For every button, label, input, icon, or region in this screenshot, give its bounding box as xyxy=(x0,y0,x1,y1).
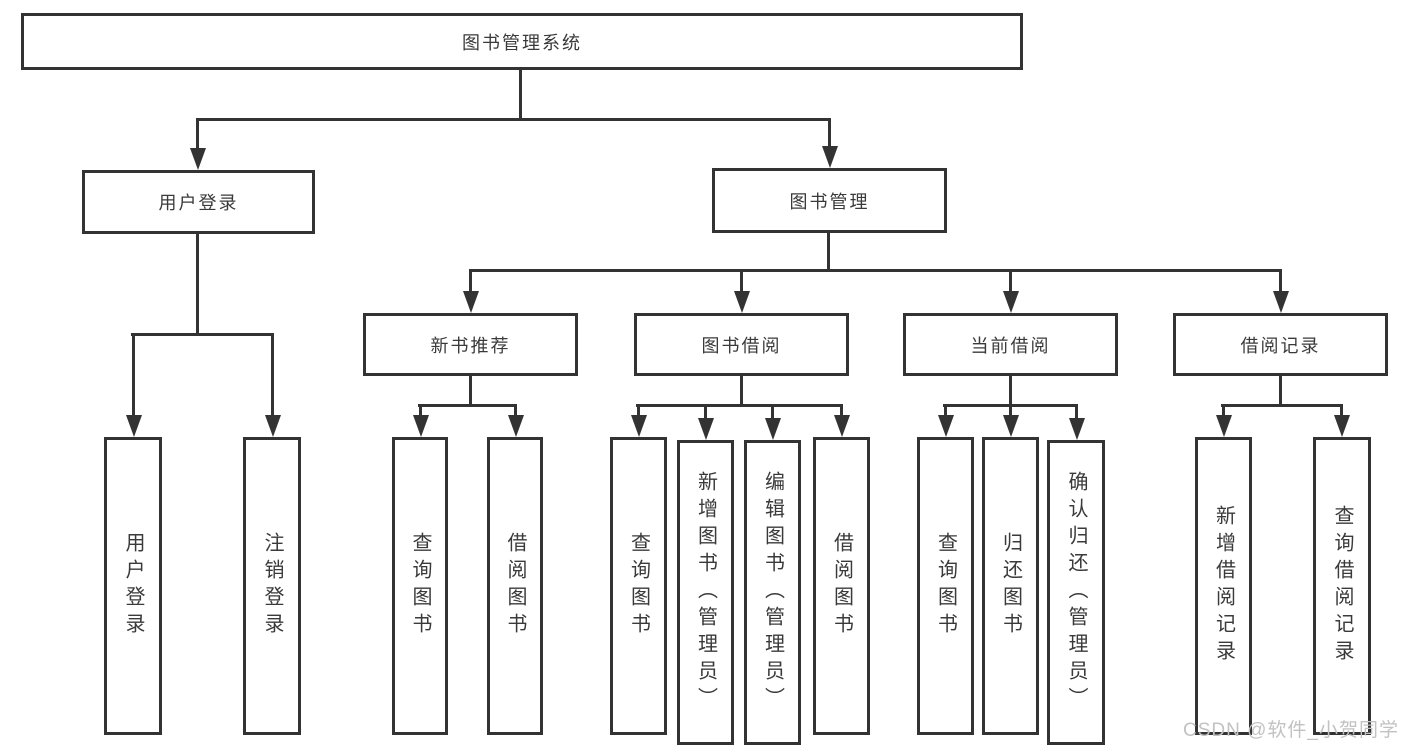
node-leaf-bb-query: 查询图书 xyxy=(610,437,667,735)
connector-stub-line xyxy=(827,233,830,272)
node-root: 图书管理系统 xyxy=(21,13,1023,70)
node-leaf-user-login: 用户登录 xyxy=(104,437,162,735)
arrow-down-icon xyxy=(631,415,647,437)
arrow-down-icon xyxy=(463,291,479,313)
arrow-down-icon xyxy=(765,418,781,440)
arrow-down-icon xyxy=(413,415,429,437)
node-leaf-cb-query: 查询图书 xyxy=(917,437,974,735)
node-leaf-br-query: 查询借阅记录 xyxy=(1313,437,1371,735)
connector-drop-line xyxy=(771,404,774,422)
connector-drop-line xyxy=(419,404,422,419)
arrow-down-icon xyxy=(1003,415,1019,437)
connector-bar-line xyxy=(636,404,843,407)
arrow-down-icon xyxy=(1069,418,1085,440)
connector-drop-line xyxy=(1075,404,1078,422)
arrow-down-icon xyxy=(938,415,954,437)
connector-drop-line xyxy=(704,404,707,422)
arrow-down-icon xyxy=(265,415,281,437)
connector-drop-line xyxy=(132,333,135,419)
node-new-book-rec: 新书推荐 xyxy=(363,313,578,376)
node-leaf-br-add: 新增借阅记录 xyxy=(1195,437,1252,735)
connector-drop-line xyxy=(1340,404,1343,419)
connector-drop-line xyxy=(1009,404,1012,419)
connector-drop-line xyxy=(840,404,843,419)
connector-bar-line xyxy=(469,269,1282,272)
arrow-down-icon xyxy=(1003,291,1019,313)
connector-drop-line xyxy=(514,404,517,419)
node-leaf-cb-return: 归还图书 xyxy=(982,437,1039,735)
node-book-borrow: 图书借阅 xyxy=(634,313,849,376)
node-leaf-nbr-borrow: 借阅图书 xyxy=(487,437,543,735)
connector-drop-line xyxy=(196,118,199,152)
connector-drop-line xyxy=(1009,269,1012,295)
node-leaf-nbr-query: 查询图书 xyxy=(392,437,448,735)
node-borrow-record: 借阅记录 xyxy=(1173,313,1388,376)
connector-bar-line xyxy=(1221,404,1343,407)
arrow-down-icon xyxy=(734,291,750,313)
connector-drop-line xyxy=(469,269,472,295)
arrow-down-icon xyxy=(1273,291,1289,313)
arrow-down-icon xyxy=(1216,415,1232,437)
connector-stub-line xyxy=(1279,376,1282,407)
node-user-login: 用户登录 xyxy=(82,170,315,234)
connector-drop-line xyxy=(944,404,947,419)
node-leaf-bb-borrow: 借阅图书 xyxy=(813,437,870,735)
node-leaf-cb-confirm: 确认归还（管理员） xyxy=(1047,440,1105,745)
connector-drop-line xyxy=(1279,269,1282,295)
watermark: CSDN @软件_小贺同学 xyxy=(1183,720,1399,741)
arrow-down-icon xyxy=(698,418,714,440)
connector-drop-line xyxy=(271,333,274,419)
connector-bar-line xyxy=(131,333,274,336)
node-leaf-bb-add: 新增图书（管理员） xyxy=(677,440,734,745)
connector-stub-line xyxy=(196,234,199,336)
connector-stub-line xyxy=(1009,376,1012,407)
arrow-down-icon xyxy=(834,415,850,437)
connector-drop-line xyxy=(1222,404,1225,419)
arrow-down-icon xyxy=(126,415,142,437)
connector-stub-line xyxy=(740,376,743,407)
connector-stub-line xyxy=(469,376,472,407)
connector-drop-line xyxy=(637,404,640,419)
arrow-down-icon xyxy=(1334,415,1350,437)
arrow-down-icon xyxy=(508,415,524,437)
node-leaf-bb-edit: 编辑图书（管理员） xyxy=(744,440,801,745)
node-current-borrow: 当前借阅 xyxy=(903,313,1118,376)
connector-stub-line xyxy=(519,70,522,121)
connector-bar-line xyxy=(418,404,517,407)
connector-bar-line xyxy=(196,118,831,121)
connector-drop-line xyxy=(828,118,831,150)
node-leaf-logout: 注销登录 xyxy=(243,437,301,735)
arrow-down-icon xyxy=(822,146,838,168)
connector-drop-line xyxy=(740,269,743,295)
arrow-down-icon xyxy=(190,148,206,170)
node-book-mgmt: 图书管理 xyxy=(712,168,947,233)
